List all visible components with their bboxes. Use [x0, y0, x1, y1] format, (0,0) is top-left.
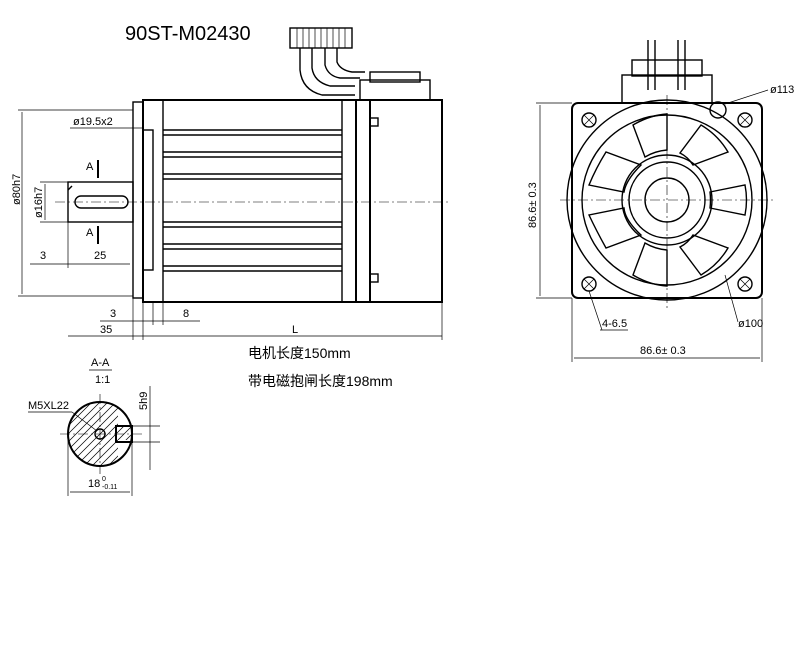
dim-shaft-offset: 3 [40, 250, 46, 262]
dim-shaft-section: 18 [88, 478, 100, 490]
section-label: A-A [91, 357, 110, 369]
note-motor-length: 电机长度150mm [248, 345, 351, 361]
dim-flange-dia: ø80h7 [11, 174, 23, 205]
section-scale: 1:1 [95, 374, 110, 386]
dim-shaft-length: 25 [94, 250, 106, 262]
dim-collar-dia: ø19.5x2 [73, 116, 113, 128]
drawing-title: 90ST-M02430 [125, 23, 251, 45]
dim-height: 86.6± 0.3 [527, 182, 539, 228]
cable-connector [289, 27, 431, 101]
section-mark-top: A [86, 161, 94, 173]
dim-flange-thk: 3 [110, 308, 116, 320]
side-view: ø80h7 ø16h7 A A ø19.5x2 3 25 3 8 35 L 电机… [11, 27, 450, 389]
dim-width: 86.6± 0.3 [640, 345, 686, 357]
cooling-fins [163, 129, 342, 272]
dim-bolt-circle: ø113 [770, 84, 794, 96]
section-view: A-A 1:1 M5XL22 [28, 357, 160, 496]
front-flange [132, 101, 144, 299]
dim-thread: M5XL22 [28, 400, 69, 412]
top-connector [621, 40, 713, 104]
spigot [142, 129, 154, 271]
dim-tol-lower: -0.11 [102, 484, 118, 491]
rear-cover [355, 99, 371, 303]
note-brake-length: 带电磁抱闸长度198mm [248, 373, 393, 389]
dim-shaft-dia: ø16h7 [33, 187, 45, 218]
dim-spigot-len: 35 [100, 324, 112, 336]
dim-holes: 4-6.5 [602, 318, 627, 330]
section-mark-bottom: A [86, 227, 94, 239]
dim-body-len: L [292, 324, 298, 336]
front-view: ø113 86.6± 0.3 86.6± 0.3 4-6.5 ø100 [527, 40, 794, 362]
dim-rear-len: 8 [183, 308, 189, 320]
mounting-holes [581, 101, 753, 292]
dim-tol-upper: 0 [102, 476, 106, 483]
encoder-housing [369, 99, 443, 303]
dim-pilot-dia: ø100 [738, 318, 763, 330]
dim-key-width: 5h9 [138, 392, 150, 410]
